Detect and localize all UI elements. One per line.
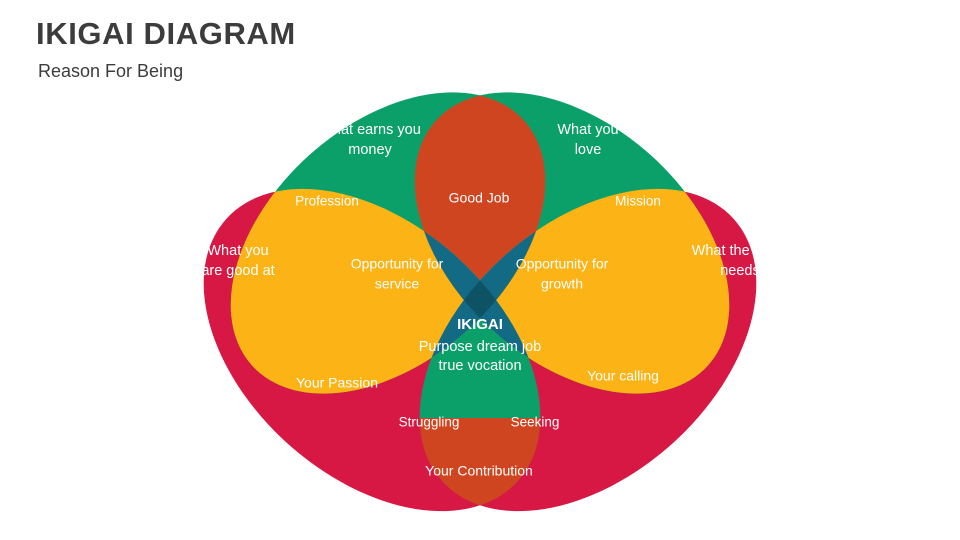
label-your-contribution: Your Contribution — [425, 463, 533, 479]
label-line: are good at — [201, 263, 274, 279]
label-opportunity-for-service: Opportunity for service — [351, 256, 444, 292]
label-your-calling: Your calling — [587, 368, 659, 384]
label-line: What you — [207, 243, 268, 259]
label-line: Purpose dream job — [419, 339, 542, 355]
page-title: IKIGAI DIAGRAM — [36, 16, 296, 51]
label-ikigai-title: IKIGAI — [457, 316, 503, 333]
label-line: money — [348, 142, 392, 158]
label-struggling: Struggling — [399, 415, 460, 430]
label-your-passion: Your Passion — [296, 375, 378, 391]
label-line: Opportunity for — [516, 256, 609, 272]
label-line: What earns you — [319, 122, 421, 138]
label-line: needs — [720, 263, 760, 279]
label-seeking: Seeking — [511, 415, 560, 430]
label-line: What the world — [692, 243, 789, 259]
label-opportunity-for-growth: Opportunity for growth — [516, 256, 609, 292]
page-subtitle: Reason For Being — [38, 61, 184, 81]
label-ikigai-center: IKIGAI Purpose dream job true vocation — [419, 316, 542, 374]
label-profession: Profession — [295, 194, 359, 209]
label-line: What you — [557, 122, 618, 138]
label-line: true vocation — [438, 358, 521, 374]
label-line: service — [375, 276, 420, 292]
label-what-the-world-needs: What the world needs — [692, 243, 789, 279]
label-what-earns-you-money: What earns you money — [319, 122, 421, 158]
label-line: love — [575, 142, 602, 158]
label-line: Opportunity for — [351, 256, 444, 272]
label-line: growth — [541, 276, 583, 292]
label-what-you-love: What you love — [557, 122, 618, 158]
label-what-you-are-good-at: What you are good at — [201, 243, 274, 279]
label-good-job: Good Job — [449, 190, 510, 206]
label-mission: Mission — [615, 194, 661, 209]
